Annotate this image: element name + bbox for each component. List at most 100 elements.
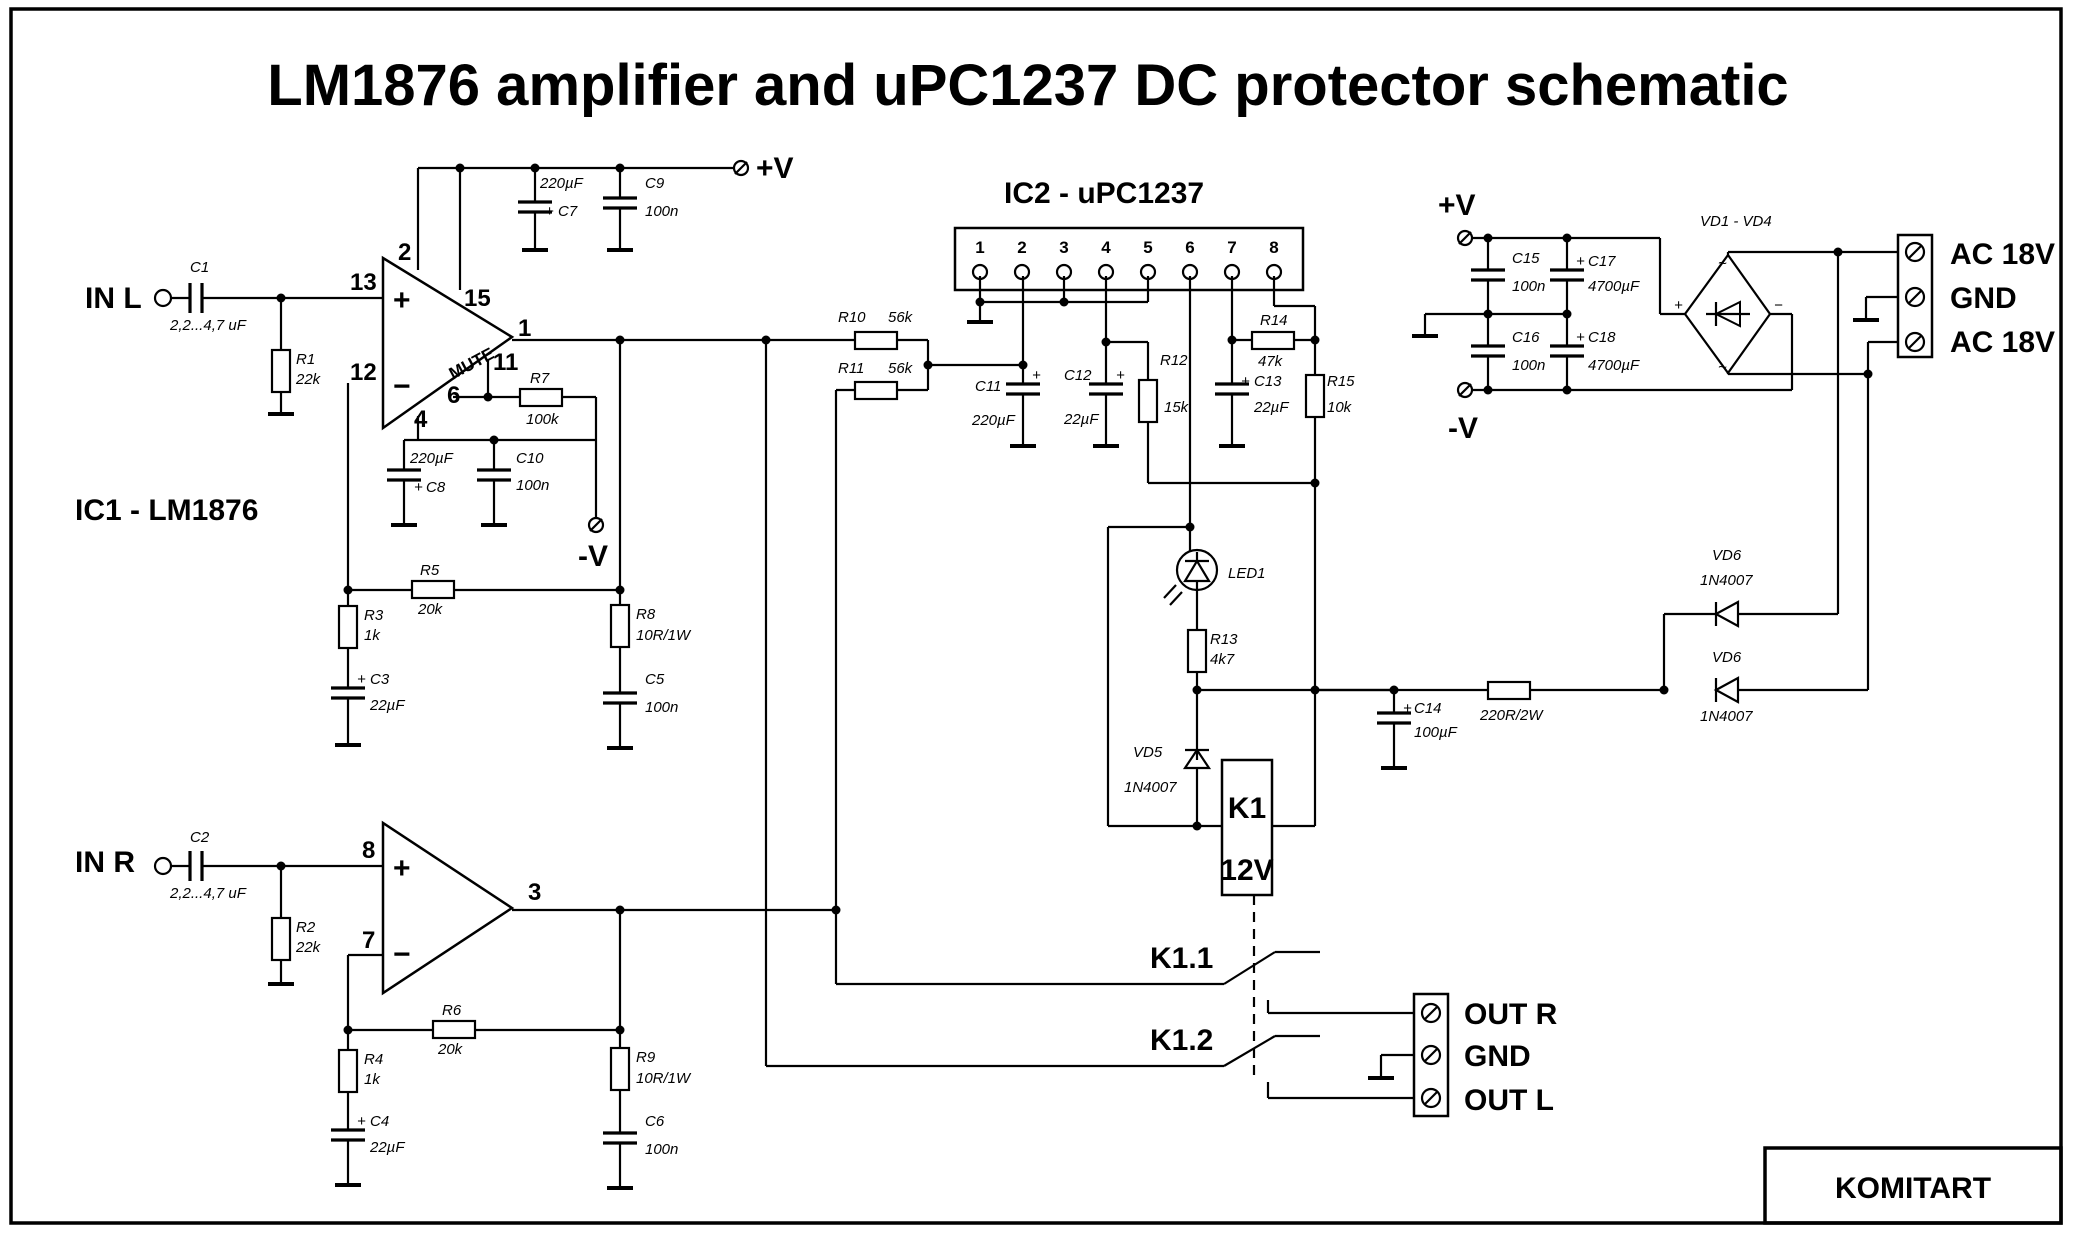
c7-value: 220µF: [539, 175, 584, 192]
vd6-a: [1713, 600, 1740, 628]
c8-plus: +: [414, 479, 423, 496]
r7: [518, 387, 564, 408]
c3-plus: +: [357, 671, 366, 688]
vd6a-label: VD6: [1712, 547, 1742, 564]
in-r-label: IN R: [75, 846, 135, 879]
c10-value: 100n: [516, 477, 549, 494]
in-r-terminal: [153, 856, 173, 876]
vd6b-label: VD6: [1712, 649, 1742, 666]
pin-1: 1: [518, 315, 531, 342]
c2-label: C2: [190, 829, 210, 846]
vd5-value: 1N4007: [1124, 779, 1177, 796]
ic2-pin-3-label: 3: [1059, 238, 1068, 257]
r10: [853, 330, 899, 351]
outer-frame: [9, 7, 2063, 1225]
pin-11: 11: [493, 349, 518, 376]
k12-label: K1.2: [1150, 1024, 1213, 1057]
pin-12: 12: [350, 359, 377, 386]
k1-value: 12V: [1220, 854, 1273, 887]
c13-plus: +: [1241, 373, 1250, 390]
c11-label: C11: [975, 378, 1001, 395]
c17-label: C17: [1588, 253, 1616, 270]
r5-value: 20k: [417, 601, 444, 618]
r2-label: R2: [296, 919, 316, 936]
ic2-label: IC2 - uPC1237: [1004, 177, 1204, 210]
c4-plus: +: [357, 1113, 366, 1130]
pin-2: 2: [398, 239, 411, 266]
r4: [337, 1048, 359, 1094]
c14-value: 100µF: [1414, 724, 1458, 741]
c3-value: 22µF: [369, 697, 405, 714]
c11-value: 220µF: [971, 412, 1016, 429]
led1-label: LED1: [1228, 565, 1266, 582]
pin-15: 15: [464, 285, 491, 312]
pin-4: 4: [414, 406, 428, 433]
left-channel: IN L C1 2,2...4,7 uF R1 22k + − MUTE 13 …: [75, 152, 830, 750]
c6-value: 100n: [645, 1141, 678, 1158]
bridge-ac2: ~: [1718, 359, 1727, 376]
r3: [337, 604, 359, 650]
r3-label: R3: [364, 607, 384, 624]
c12-label: C12: [1064, 367, 1092, 384]
r11: [853, 380, 899, 401]
r6: [431, 1019, 477, 1040]
r13-label: R13: [1210, 631, 1238, 648]
ic2-pin-5-label: 5: [1143, 238, 1152, 257]
pin-13: 13: [350, 269, 377, 296]
c15-label: C15: [1512, 250, 1540, 267]
ac2-label: AC 18V: [1950, 326, 2055, 359]
r13-value: 4k7: [1210, 651, 1235, 668]
c4-label: C4: [370, 1113, 389, 1130]
c17-plus: +: [1576, 253, 1585, 270]
r3-value: 1k: [364, 627, 381, 644]
vd6b-value: 1N4007: [1700, 708, 1753, 725]
r11-value: 56k: [888, 360, 914, 377]
c12-plus: +: [1116, 367, 1125, 384]
vd5-label: VD5: [1133, 744, 1163, 761]
ic1b-plus: +: [393, 852, 411, 885]
ic2-pin-4-label: 4: [1101, 238, 1111, 257]
c15-value: 100n: [1512, 278, 1545, 295]
c12-value: 22µF: [1063, 411, 1099, 428]
r13: [1186, 628, 1208, 674]
r7-value: 100k: [526, 411, 560, 428]
c11-plus: +: [1032, 367, 1041, 384]
r5: [410, 579, 456, 600]
r9: [609, 1046, 631, 1092]
footer-box: [1763, 1146, 2063, 1225]
k11-label: K1.1: [1150, 942, 1213, 975]
ic2-pin-1-label: 1: [975, 238, 984, 257]
r-220: [1486, 680, 1532, 701]
c17-value: 4700µF: [1588, 278, 1640, 295]
bridge-ac1: ~: [1718, 255, 1727, 272]
r15-label: R15: [1327, 373, 1355, 390]
ic1b-opamp: [381, 820, 515, 996]
ic1-opamp: [381, 255, 515, 431]
r7-label: R7: [530, 370, 550, 387]
c6-label: C6: [645, 1113, 665, 1130]
r8: [609, 603, 631, 649]
r6-value: 20k: [437, 1041, 464, 1058]
c8-label: C8: [426, 479, 446, 496]
r4-value: 1k: [364, 1071, 381, 1088]
vd6-b: [1713, 676, 1740, 704]
bridge-minus: −: [1774, 297, 1783, 314]
k1-label: K1: [1228, 792, 1266, 825]
c18-value: 4700µF: [1588, 357, 1640, 374]
pin-8: 8: [362, 837, 375, 864]
c9-label: C9: [645, 175, 665, 192]
ac1-label: AC 18V: [1950, 238, 2055, 271]
gnd-in-label: GND: [1950, 282, 2017, 315]
r4-label: R4: [364, 1051, 383, 1068]
c13-label: C13: [1254, 373, 1282, 390]
c5-value: 100n: [645, 699, 678, 716]
c18-plus: +: [1576, 329, 1585, 346]
c4-value: 22µF: [369, 1139, 405, 1156]
r1-value: 22k: [295, 371, 322, 388]
c14-plus: +: [1403, 700, 1412, 717]
ic2-pin-2-label: 2: [1017, 238, 1026, 257]
ic2-pin-6-label: 6: [1185, 238, 1194, 257]
bridge-label: VD1 - VD4: [1700, 213, 1772, 230]
